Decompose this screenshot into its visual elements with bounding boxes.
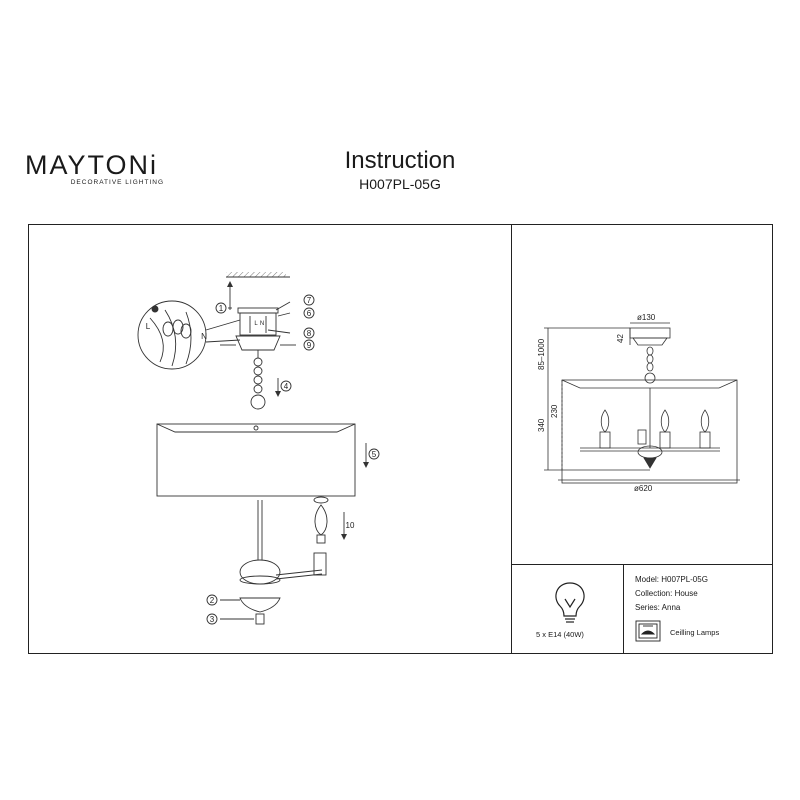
dim-suspension-range: 85–1000 (537, 338, 546, 370)
bulb-icon (555, 582, 585, 623)
candle-bulb (314, 504, 328, 536)
brand-tagline: DECORATIVE LIGHTING (70, 179, 164, 186)
shade (156, 423, 356, 497)
junction-box (239, 312, 277, 336)
box-label-neutral: N (260, 321, 264, 327)
callouts (206, 294, 380, 625)
bottom-cap (239, 597, 281, 613)
dimension-drawing (544, 322, 740, 484)
chain (250, 357, 266, 410)
callout-4: 4 (284, 382, 289, 391)
assembly-drawing (137, 272, 369, 625)
ceiling-hatch (226, 272, 286, 277)
info-model: Model: H007PL-05G (635, 575, 708, 584)
callout-5: 5 (372, 450, 377, 459)
dim-canopy-height: 42 (616, 334, 625, 343)
callout-3: 3 (210, 615, 215, 624)
callout-8: 8 (307, 329, 312, 338)
central-body (239, 559, 281, 585)
dim-shade-diameter: ø620 (634, 484, 653, 493)
dim-shade-height: 230 (550, 404, 559, 418)
dim-shade (561, 379, 738, 484)
frame-divider-vertical (511, 224, 512, 654)
frame-divider-horizontal (511, 564, 773, 565)
brand-logo: MAYTONi DECORATIVE LIGHTING (25, 150, 170, 186)
ceiling-lamp-icon (635, 620, 661, 642)
dim-canopy (629, 327, 671, 339)
box-label-live: L (254, 321, 258, 327)
info-collection: Collection: House (635, 589, 698, 598)
dim-total-height: 340 (537, 418, 546, 432)
wire-label-live: L (146, 322, 151, 331)
callout-labels: 1 7 6 8 9 4 5 10 2 3 L N L N (146, 296, 377, 624)
mounting-plate (237, 307, 279, 314)
page-title: Instruction (344, 147, 456, 174)
candle-holder (313, 552, 327, 576)
dim-candles (599, 409, 711, 449)
callout-7: 7 (307, 296, 312, 305)
dimension-labels: ø130 42 85–1000 340 230 ø620 (537, 313, 656, 493)
callout-6: 6 (307, 309, 312, 318)
brand-name: MAYTONi (25, 150, 159, 180)
callout-9: 9 (307, 341, 312, 350)
instruction-frame (28, 224, 773, 654)
callout-2: 2 (210, 596, 215, 605)
dim-canopy-diameter: ø130 (637, 313, 656, 322)
info-divider (623, 564, 624, 654)
model-number: H007PL-05G (359, 176, 441, 192)
callout-1: 1 (219, 304, 224, 313)
finial-screw (255, 613, 265, 625)
canopy (235, 335, 281, 351)
callout-10: 10 (346, 521, 355, 530)
wire-label-neutral: N (201, 332, 207, 341)
wiring-detail-circle (137, 300, 207, 370)
bulb-spec: 5 x E14 (40W) (536, 630, 584, 639)
lamp-type: Ceilling Lamps (670, 628, 720, 637)
info-series: Series: Anna (635, 603, 681, 612)
